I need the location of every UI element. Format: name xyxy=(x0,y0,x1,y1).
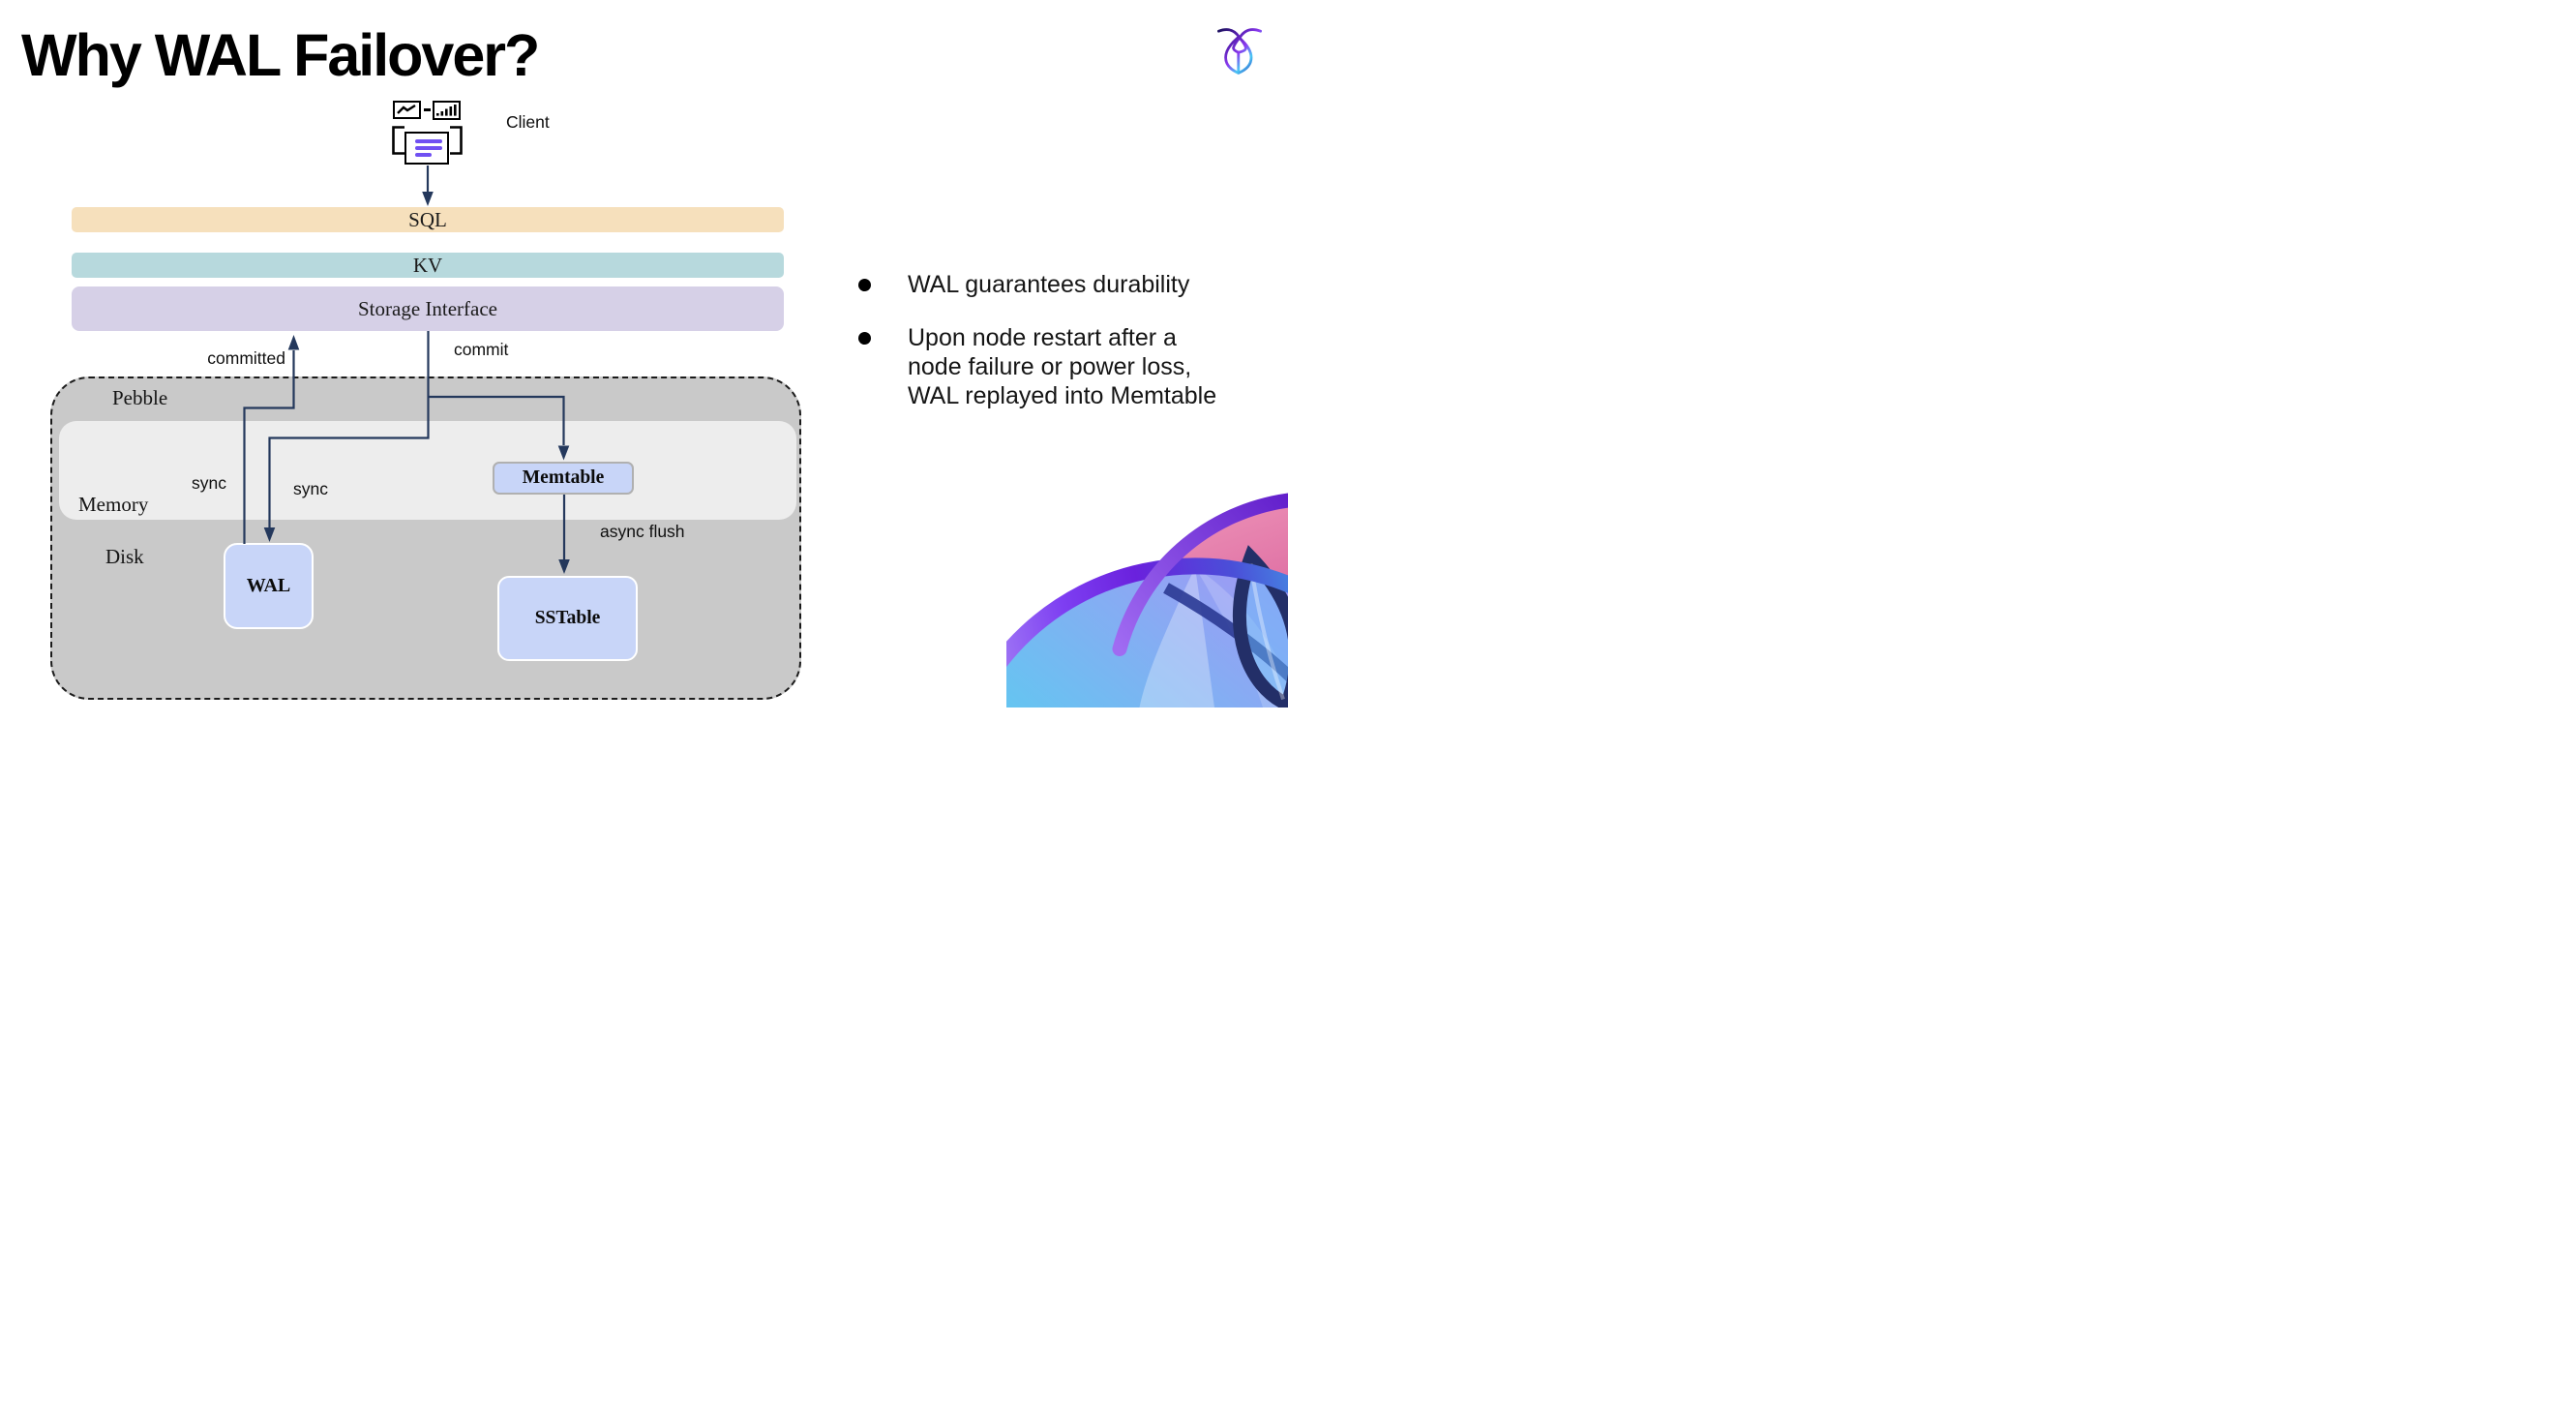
document-icon xyxy=(404,132,449,165)
memtable-node: Memtable xyxy=(493,462,634,495)
wal-node-label: WAL xyxy=(246,575,291,596)
bullet-line: WAL replayed into Memtable xyxy=(908,382,1217,409)
cockroachdb-logo-icon xyxy=(1217,28,1262,75)
line-chart-icon xyxy=(393,101,421,119)
wal-node: WAL xyxy=(224,543,314,629)
deco-leaf xyxy=(1232,545,1288,708)
bullet-item: WAL guarantees durability xyxy=(858,270,1189,299)
disk-label: Disk xyxy=(105,545,144,568)
bullet-dot-icon xyxy=(858,279,871,291)
bracket-right-icon xyxy=(450,126,463,155)
bullet-item: Upon node restart after a node failure o… xyxy=(858,323,1216,410)
memory-label: Memory xyxy=(78,493,149,516)
kv-layer-label: KV xyxy=(412,253,443,277)
bullet-line: Upon node restart after a xyxy=(908,324,1177,351)
pebble-label: Pebble xyxy=(112,386,168,409)
sstable-node: SSTable xyxy=(497,576,638,661)
decorative-graphic xyxy=(1006,493,1288,708)
commit-edge-label: commit xyxy=(454,340,509,359)
arrowhead-client xyxy=(422,192,434,206)
slide: Why WAL Failover? xyxy=(0,0,1288,708)
memtable-node-label: Memtable xyxy=(522,467,605,488)
bracket-left-icon xyxy=(392,126,404,155)
sync-right-edge-label: sync xyxy=(293,479,328,498)
sstable-node-label: SSTable xyxy=(534,608,601,628)
bar-chart-icon xyxy=(433,101,461,120)
bullet-line: WAL guarantees durability xyxy=(908,271,1190,298)
storage-interface-layer: Storage Interface xyxy=(72,286,784,331)
sql-layer: SQL xyxy=(72,207,784,232)
dash-connector-icon xyxy=(424,108,431,111)
arrowhead-committed xyxy=(287,335,300,350)
memory-band xyxy=(59,421,796,520)
deco-purple-rim-pink xyxy=(1112,493,1288,656)
sql-layer-label: SQL xyxy=(408,207,447,231)
committed-edge-label: committed xyxy=(207,348,285,368)
async-flush-edge-label: async flush xyxy=(600,522,685,541)
sync-left-edge-label: sync xyxy=(192,473,226,493)
deco-purple-rim-blue xyxy=(1006,557,1288,668)
page-title: Why WAL Failover? xyxy=(21,22,540,88)
client-label: Client xyxy=(506,112,550,132)
bullet-dot-icon xyxy=(858,332,871,345)
bullet-line: node failure or power loss, xyxy=(908,353,1192,380)
kv-layer: KV xyxy=(72,253,784,278)
storage-interface-label: Storage Interface xyxy=(358,296,497,320)
